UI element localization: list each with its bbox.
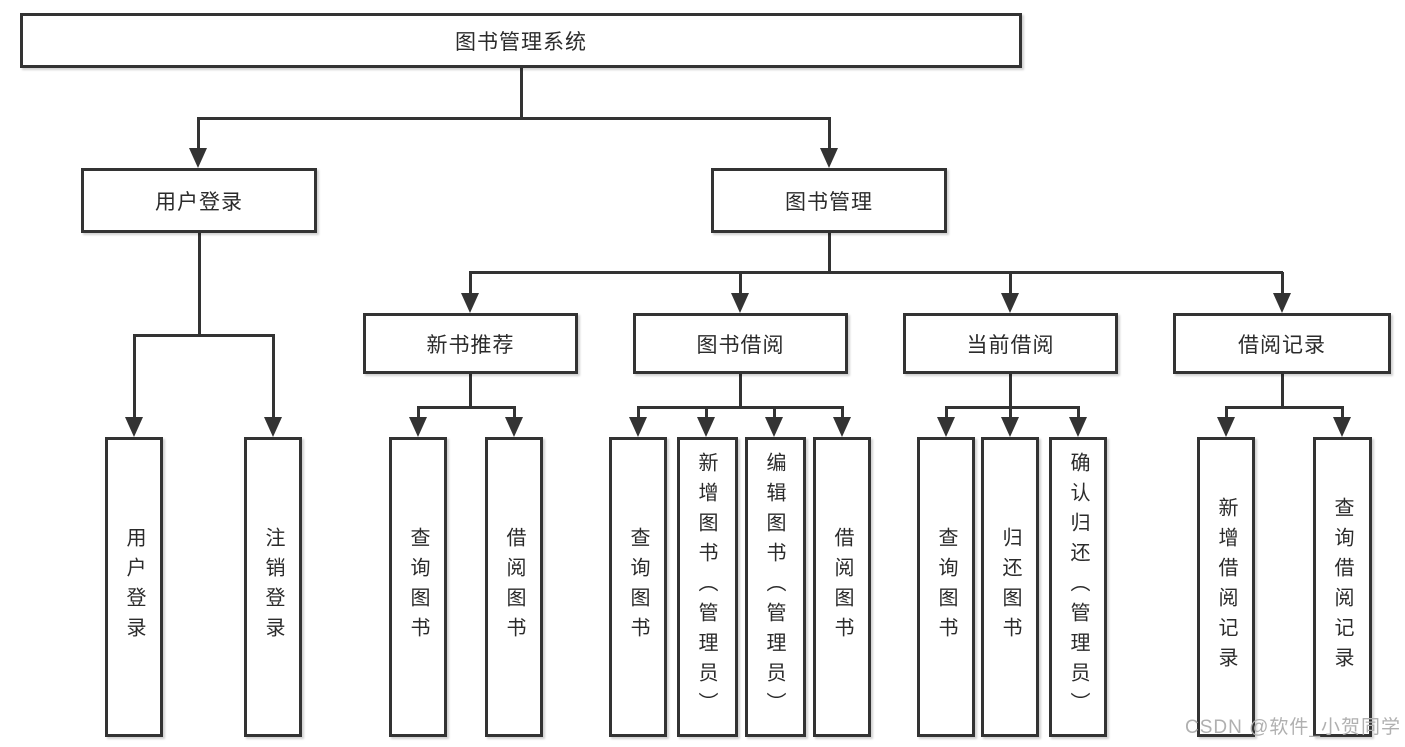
leaf-add-book-admin: 新增图书（管理员） xyxy=(677,437,738,737)
connector-current-bar xyxy=(944,406,1080,409)
leaf-add-borrow-record: 新增借阅记录 xyxy=(1197,437,1255,737)
arrow-to-current-borrowing xyxy=(1008,272,1012,293)
arrow-to-leaf-user-login xyxy=(132,335,136,417)
connector-management-bar xyxy=(468,271,1283,274)
arrow-to-borrow-records xyxy=(1280,272,1284,293)
node-user-login: 用户登录 xyxy=(81,168,317,233)
node-library-system: 图书管理系统 xyxy=(20,13,1022,68)
leaf-edit-book-admin: 编辑图书（管理员） xyxy=(745,437,806,737)
connector-records-bar xyxy=(1224,406,1344,409)
connector-current-stem xyxy=(1008,374,1012,408)
arrow-to-leaf-return-books xyxy=(1008,407,1012,417)
connector-root-bar xyxy=(197,117,831,120)
node-new-book-recommend: 新书推荐 xyxy=(363,313,578,374)
arrow-to-leaf-logout xyxy=(271,335,275,417)
node-book-management: 图书管理 xyxy=(711,168,947,233)
leaf-borrow-books-recommend: 借阅图书 xyxy=(485,437,543,737)
node-borrow-records: 借阅记录 xyxy=(1173,313,1391,374)
connector-records-stem xyxy=(1280,374,1284,408)
arrow-to-book-borrowing xyxy=(738,272,742,293)
csdn-watermark: CSDN @软件_小贺同学 xyxy=(1185,717,1401,738)
leaf-query-books-borrowing: 查询图书 xyxy=(609,437,667,737)
arrow-to-leaf-add-book xyxy=(704,407,708,417)
arrow-to-leaf-query-borrowing xyxy=(636,407,640,417)
arrow-to-book-management xyxy=(827,118,831,148)
arrow-to-user-login xyxy=(196,118,200,148)
leaf-confirm-return-admin: 确认归还（管理员） xyxy=(1049,437,1107,737)
arrow-to-leaf-query-recommend xyxy=(416,407,420,417)
arrow-to-leaf-query-current xyxy=(944,407,948,417)
leaf-logout-login: 注销登录 xyxy=(244,437,302,737)
connector-recommend-bar xyxy=(416,406,516,409)
arrow-to-leaf-borrow-recommend xyxy=(512,407,516,417)
arrow-to-leaf-edit-book xyxy=(772,407,776,417)
leaf-borrow-books-borrowing: 借阅图书 xyxy=(813,437,871,737)
arrow-to-leaf-confirm-return xyxy=(1076,407,1080,417)
leaf-query-books-recommend: 查询图书 xyxy=(389,437,447,737)
leaf-query-books-current: 查询图书 xyxy=(917,437,975,737)
arrow-to-leaf-query-record xyxy=(1340,407,1344,417)
connector-borrowing-bar xyxy=(636,406,844,409)
arrow-to-leaf-borrow-borrowing xyxy=(840,407,844,417)
arrow-to-leaf-add-record xyxy=(1224,407,1228,417)
connector-management-stem xyxy=(827,233,831,273)
leaf-query-borrow-record: 查询借阅记录 xyxy=(1313,437,1372,737)
leaf-user-login: 用户登录 xyxy=(105,437,163,737)
connector-login-stem xyxy=(197,233,201,336)
connector-recommend-stem xyxy=(468,374,472,408)
leaf-return-books: 归还图书 xyxy=(981,437,1039,737)
node-current-borrowing: 当前借阅 xyxy=(903,313,1118,374)
connector-root-stem xyxy=(520,68,523,120)
node-book-borrowing: 图书借阅 xyxy=(633,313,848,374)
arrow-to-new-book-recommend xyxy=(468,272,472,293)
connector-login-bar xyxy=(132,334,275,337)
connector-borrowing-stem xyxy=(738,374,742,408)
